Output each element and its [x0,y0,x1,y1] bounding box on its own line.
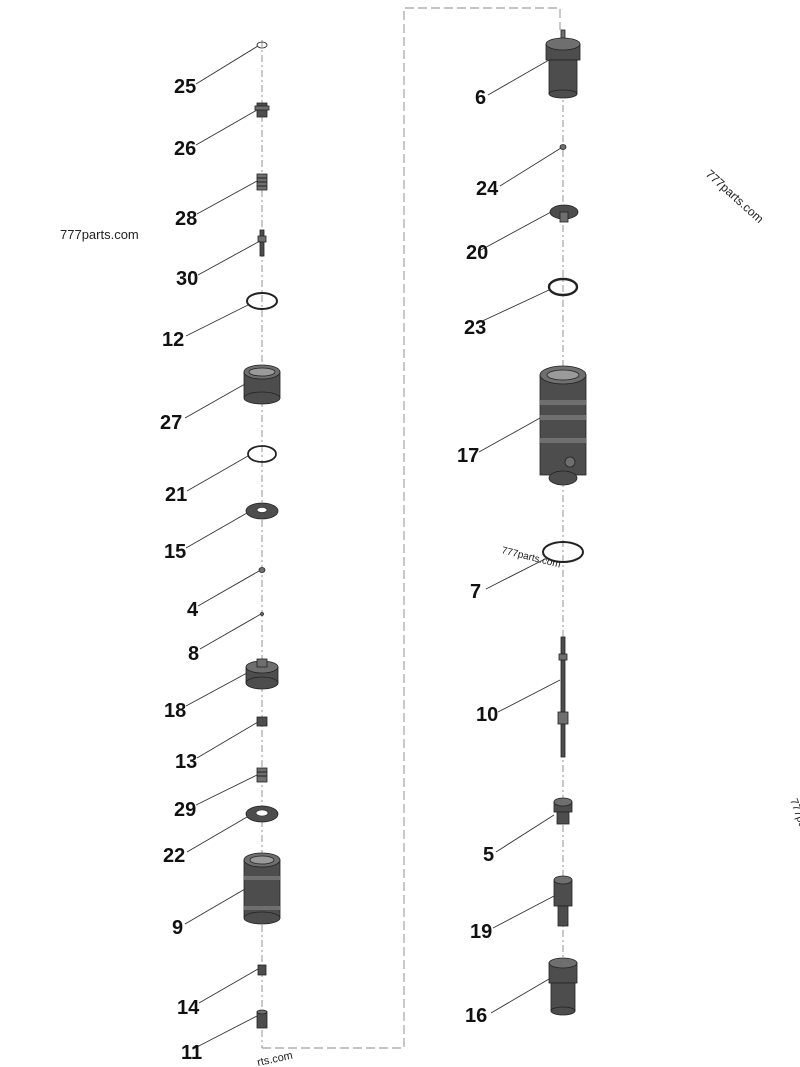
part-5-fitting [553,797,573,825]
callout-13: 13 [175,751,197,773]
part-29-spring [256,767,268,783]
callout-21: 21 [165,484,187,506]
callout-18: 18 [164,700,186,722]
part-4-ball [258,567,266,573]
leader-lines [184,45,562,1050]
part-9-body [243,852,281,925]
callout-12: 12 [162,329,184,351]
part-27-sleeve [243,364,281,405]
part-7-o-ring [542,541,584,563]
callout-10: 10 [476,704,498,726]
watermark-bottom: rts.com [256,1050,294,1067]
part-26-fitting [254,102,270,118]
watermark-middle: 777parts.com [500,545,561,570]
callout-26: 26 [174,138,196,160]
callout-7: 7 [470,581,481,603]
part-6-injector-top [545,29,581,99]
callout-22: 22 [163,845,185,867]
connecting-frame-line [262,7,561,1049]
callout-11: 11 [181,1042,202,1064]
callout-numbers: 25 26 28 30 12 27 21 15 4 8 18 13 29 22 … [160,76,499,1064]
callout-8: 8 [188,643,199,665]
watermark-left: 777parts.com [60,227,139,242]
part-18-valve-seat [245,658,279,690]
part-24-ball [559,144,567,150]
part-25-small-ring [256,41,268,49]
part-23-o-ring [547,277,579,297]
part-15-washer [245,502,279,520]
callout-30: 30 [176,268,198,290]
callout-29: 29 [174,799,196,821]
callout-20: 20 [466,242,488,264]
part-10-needle [557,636,569,758]
part-20-plate [549,204,579,223]
part-11-cylinder [256,1009,268,1029]
callout-23: 23 [464,317,486,339]
callout-27: 27 [160,412,182,434]
callout-15: 15 [164,541,186,563]
watermark-top-right: 777parts.com [703,167,766,226]
part-19-nozzle [553,875,573,927]
callout-19: 19 [470,921,492,943]
callout-6: 6 [475,87,486,109]
callout-4: 4 [187,599,199,621]
callout-14: 14 [177,997,200,1019]
part-21-o-ring [247,445,277,463]
part-17-main-body [539,365,587,486]
callout-25: 25 [174,76,196,98]
part-14-collar [257,964,267,976]
callout-17: 17 [457,445,479,467]
watermarks: 777parts.com 777parts.com 777parts.com 7… [60,167,800,1067]
callout-28: 28 [175,208,197,230]
part-28-spring [256,173,268,191]
callout-9: 9 [172,917,183,939]
part-16-nozzle-nut [548,957,578,1016]
part-22-washer [245,805,279,823]
callout-24: 24 [476,178,499,200]
part-12-o-ring [246,292,278,310]
part-30-pin [257,229,267,257]
part-13-collar [256,716,268,727]
callout-5: 5 [483,844,494,866]
callout-16: 16 [465,1005,487,1027]
watermark-right-edge: 777pa [787,797,800,831]
